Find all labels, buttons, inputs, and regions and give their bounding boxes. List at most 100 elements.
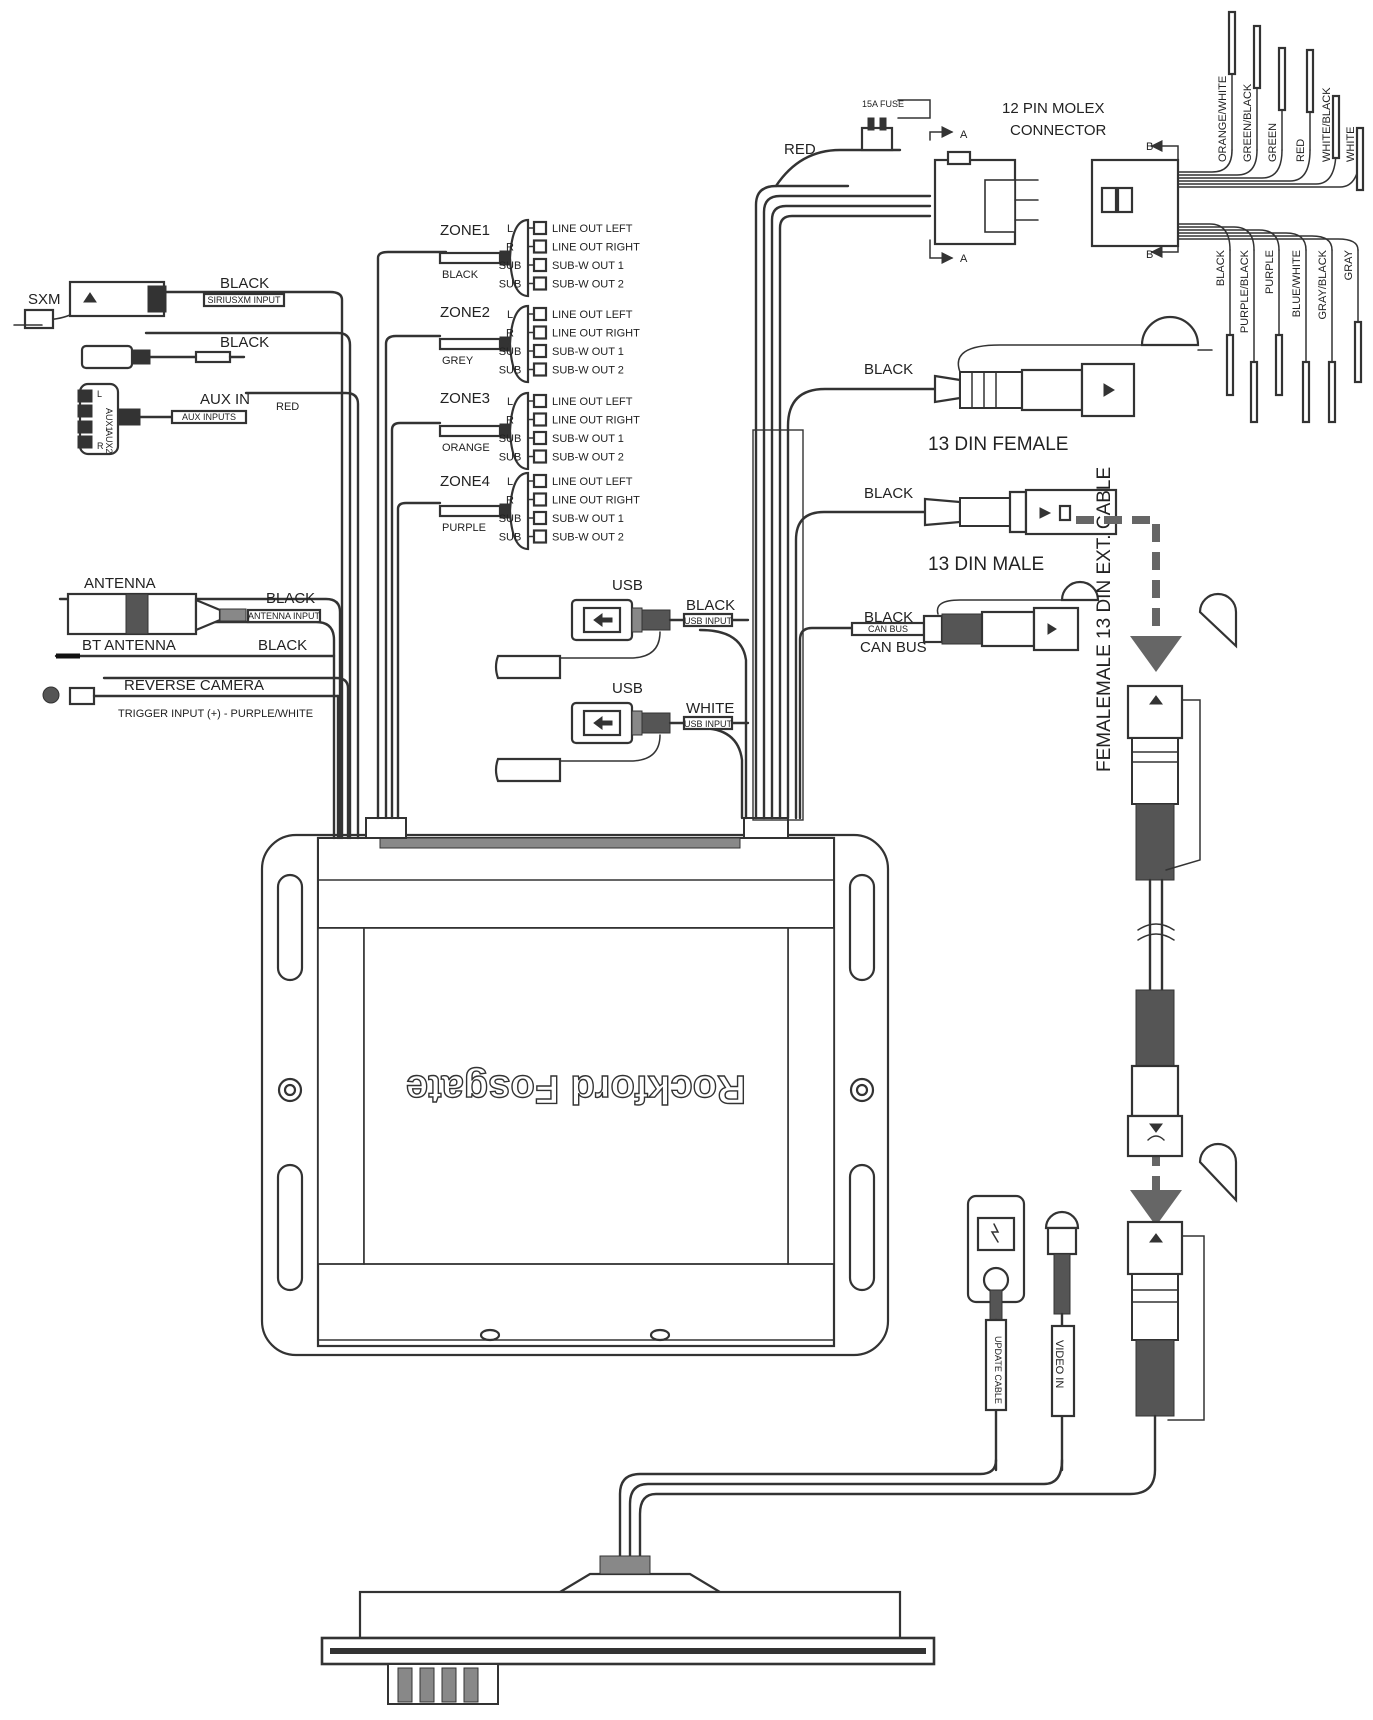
zone-2-rca-1[interactable] [527,306,548,322]
molex-wire-bottom-3 [1177,229,1284,397]
usb-1-label: USB [612,577,643,594]
sxm-wire-color: BLACK [220,275,269,292]
bt-antenna-label: BT ANTENNA [82,637,176,654]
zone-4-rca-3[interactable] [527,510,548,526]
usb-1-wire-color: BLACK [686,597,735,614]
usb-2-wire-color: WHITE [686,700,734,717]
zone-1-rca-1[interactable] [527,220,548,236]
zone-3-pin-2: R [506,415,514,427]
zone-2-label: ZONE2 [440,304,490,321]
molex-wire-bottom-label-5: GRAY/BLACK [1317,249,1329,319]
video-in-connector[interactable] [1044,1210,1080,1472]
display-din-connector[interactable] [1126,1220,1205,1421]
zone-4-rca-1[interactable] [527,473,548,489]
zone-1-rca-3[interactable] [527,257,548,273]
zone-2-rca-4[interactable] [527,362,548,377]
rca-input-connector[interactable] [80,344,246,370]
update-cable-connector[interactable] [966,1194,1026,1472]
zone-3-rca-4[interactable] [527,449,548,464]
antenna-connector[interactable] [66,592,322,636]
update-cable-label: UPDATE CABLE [993,1336,1003,1404]
zone-3-connector[interactable] [438,391,530,471]
din-male-wire-color: BLACK [864,485,913,502]
can-bus-connector[interactable] [850,580,1100,652]
din-male-connector[interactable] [923,488,1118,536]
display-cable-bundle [618,1414,1157,1562]
rca-wire-color: BLACK [220,334,269,351]
molex-connector-male[interactable] [929,126,1039,264]
zone-3-rca-2[interactable] [527,412,548,427]
sxm-connector[interactable] [13,280,167,330]
zone-1-connector[interactable] [438,218,530,298]
connect-arrow-1 [1076,516,1182,672]
zone-2-out-3: SUB-W OUT 1 [552,346,624,358]
molex-wire-top-6 [1177,126,1365,192]
molex-title-2: CONNECTOR [1010,122,1107,139]
molex-wire-top-4 [1177,48,1315,182]
zone-2-rca-3[interactable] [527,343,548,359]
usb-2-connector[interactable] [494,701,750,783]
aux-in-label: AUX IN [200,391,250,408]
zone-3-pin-1: L [507,396,513,408]
zone-2-out-2: LINE OUT RIGHT [552,328,640,340]
zone-2-wire-color: GREY [442,355,474,367]
molex-connector-female[interactable] [1090,140,1180,258]
zone-3-pin-4: SUB [499,452,522,464]
zone-2-pin-3: SUB [499,346,522,358]
zone-1-rca-4[interactable] [527,276,548,291]
zone-2-out-1: LINE OUT LEFT [552,309,633,321]
molex-wire-top-3 [1177,46,1287,179]
molex-wire-top-2 [1177,24,1262,176]
molex-wire-bottom-label-4: BLUE/WHITE [1291,250,1303,317]
reverse-camera-connector[interactable] [42,686,340,840]
zone-1-wire-color: BLACK [442,269,479,281]
molex-wire-top-label-2: GREEN/BLACK [1242,83,1254,162]
aux-inputs-tag: AUX INPUTS [182,412,236,422]
zone-2-rca-2[interactable] [527,325,548,340]
din-female-connector[interactable] [933,315,1213,418]
zone-4-out-1: LINE OUT LEFT [552,476,633,488]
main-unit [260,833,890,1357]
molex-wire-bottom-1 [1177,223,1235,397]
molex-wire-top-5 [1177,94,1341,185]
din-ext-cable[interactable] [1126,592,1238,1203]
molex-title-1: 12 PIN MOLEX [1002,100,1105,117]
zone-1-out-1: LINE OUT LEFT [552,223,633,235]
molex-pin-a-bottom: A [960,253,968,265]
zone-3-out-2: LINE OUT RIGHT [552,415,640,427]
zone-1-pin-2: R [506,242,514,254]
trigger-input-label: TRIGGER INPUT (+) - PURPLE/WHITE [118,708,313,720]
zone-3-rca-1[interactable] [527,393,548,409]
din-male-label: 13 DIN MALE [928,554,1044,575]
zone-1-label: ZONE1 [440,222,490,239]
zone-4-rca-2[interactable] [527,492,548,507]
molex-wire-top-1 [1177,10,1237,173]
zone-4-wire-color: PURPLE [442,522,486,534]
zone-3-pin-3: SUB [499,433,522,445]
zone-4-pin-1: L [507,476,513,488]
sxm-label: SXM [28,291,61,308]
can-bus-label: CAN BUS [860,639,927,656]
usb-1-connector[interactable] [494,598,750,680]
aux-r-pin: R [97,441,104,451]
zone-3-out-1: LINE OUT LEFT [552,396,633,408]
molex-wire-top-label-4: RED [1295,139,1307,162]
usb-2-input-tag: USB INPUT [684,719,733,729]
zone-3-rca-3[interactable] [527,430,548,446]
din-female-label: 13 DIN FEMALE [928,434,1068,455]
molex-wire-bottom-label-2: PURPLE/BLACK [1239,249,1251,333]
zone-4-rca-4[interactable] [527,529,548,544]
aux-in-connector[interactable] [77,382,248,456]
zone-1-pin-3: SUB [499,260,522,272]
zone-4-pin-2: R [506,495,514,507]
zone-4-connector[interactable] [438,471,530,551]
zone-1-out-3: SUB-W OUT 1 [552,260,624,272]
zone-2-connector[interactable] [438,304,530,384]
brand-logo: Rockford Fosgate [406,1067,746,1111]
molex-pin-a-top: A [960,129,968,141]
zone-1-rca-2[interactable] [527,239,548,254]
fuse-holder[interactable] [774,99,931,188]
aux-port2-label: AUX2 [104,430,114,454]
